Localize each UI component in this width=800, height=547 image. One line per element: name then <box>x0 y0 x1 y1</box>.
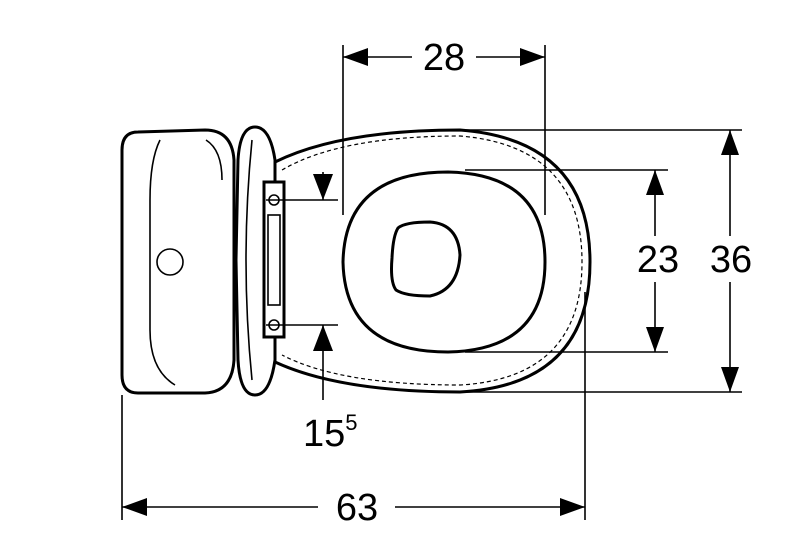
dimension-23-label: 23 <box>637 239 679 281</box>
dimension-28: 28 <box>343 37 545 79</box>
cistern <box>120 128 236 395</box>
drain-opening <box>390 220 462 298</box>
dimension-36: 36 <box>710 130 752 392</box>
flush-button <box>156 248 184 276</box>
dimension-23: 23 <box>637 170 679 352</box>
hinge-block <box>262 180 286 339</box>
extension-lines <box>121 45 742 520</box>
dimension-15-5: 155 <box>303 172 358 455</box>
dimension-63-label: 63 <box>336 487 378 529</box>
dimension-63: 63 <box>122 487 585 529</box>
dimension-15-label: 155 <box>303 410 358 455</box>
dimension-36-label: 36 <box>710 239 752 281</box>
dimension-28-label: 28 <box>423 37 465 79</box>
